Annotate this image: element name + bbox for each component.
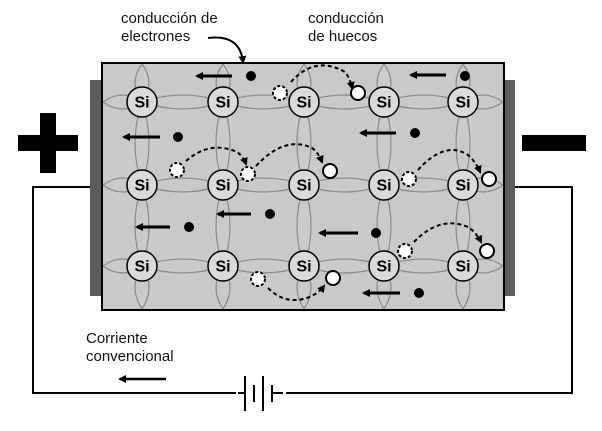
electron-conduction-label: conducción de electrones xyxy=(121,10,218,46)
vacant-positions xyxy=(169,85,417,287)
si-atom-label: Si xyxy=(376,95,391,112)
hole xyxy=(322,163,338,179)
si-atom: Si xyxy=(368,169,400,201)
vacancy xyxy=(397,243,413,259)
si-atom: Si xyxy=(447,86,479,118)
hole-paths xyxy=(185,64,482,301)
si-atom-label: Si xyxy=(376,259,391,276)
hole xyxy=(325,270,341,286)
conventional-current-label-line1: Corriente xyxy=(86,330,148,347)
hole-path-1 xyxy=(290,64,355,90)
si-atom-label: Si xyxy=(455,259,470,276)
electron-3 xyxy=(122,132,183,142)
si-atom-label: Si xyxy=(134,178,149,195)
electron-8 xyxy=(362,288,424,298)
hole-conduction-label-line2: de huecos xyxy=(308,28,378,45)
electrode-left xyxy=(90,80,103,296)
si-atom-label: Si xyxy=(215,259,230,276)
vacancy xyxy=(240,166,256,182)
si-atom: Si xyxy=(126,86,158,118)
electron-conduction-label-line2: electrones xyxy=(121,28,191,45)
si-atom-label: Si xyxy=(296,178,311,195)
si-atom-label: Si xyxy=(455,178,470,195)
si-atom: Si xyxy=(288,250,320,282)
si-atom: Si xyxy=(368,86,400,118)
electrode-right xyxy=(502,80,515,296)
electron-1 xyxy=(195,71,256,81)
si-atom-label: Si xyxy=(215,95,230,112)
si-atom: Si xyxy=(288,86,320,118)
holes xyxy=(322,85,497,286)
vacancy xyxy=(272,85,288,101)
hole xyxy=(479,243,495,259)
hole xyxy=(481,171,497,187)
electron-6 xyxy=(216,209,275,219)
electrons xyxy=(122,71,470,298)
si-atom-label: Si xyxy=(296,95,311,112)
si-atom: Si xyxy=(207,169,239,201)
electron-5 xyxy=(135,222,194,232)
si-atom: Si xyxy=(126,250,158,282)
circuit-wire-left xyxy=(32,186,238,394)
vacancy xyxy=(169,162,185,178)
hole xyxy=(350,85,366,101)
conventional-current-label: Corriente convencional xyxy=(86,330,174,366)
si-atom: Si xyxy=(447,169,479,201)
si-atom: Si xyxy=(126,169,158,201)
hole-path-6 xyxy=(267,284,326,301)
si-atom-label: Si xyxy=(455,95,470,112)
si-atom-label: Si xyxy=(134,259,149,276)
plus-sign-icon xyxy=(18,113,78,173)
hole-path-4 xyxy=(417,149,482,174)
vacancy xyxy=(250,271,266,287)
electron-4 xyxy=(359,128,420,138)
conventional-current-label-line2: convencional xyxy=(86,348,174,365)
minus-sign-icon xyxy=(522,135,586,151)
circuit-wire-right xyxy=(283,186,573,394)
si-atom-label: Si xyxy=(134,95,149,112)
si-atom-label: Si xyxy=(376,178,391,195)
vacancy xyxy=(401,171,417,187)
hole-conduction-label-line1: conducción xyxy=(308,10,384,27)
hole-conduction-label: conducción de huecos xyxy=(308,10,384,46)
hole-path-3 xyxy=(255,143,324,167)
electron-label-pointer xyxy=(207,36,247,64)
electron-conduction-label-line1: conducción de xyxy=(121,10,218,27)
si-atom-label: Si xyxy=(215,178,230,195)
si-atom-label: Si xyxy=(296,259,311,276)
electron-2 xyxy=(409,71,470,81)
si-atom: Si xyxy=(288,169,320,201)
si-atom: Si xyxy=(368,250,400,282)
electron-7 xyxy=(318,228,381,238)
si-atom: Si xyxy=(207,250,239,282)
hole-path-2 xyxy=(185,146,248,166)
battery-icon xyxy=(236,375,286,411)
si-atom: Si xyxy=(207,86,239,118)
si-atom: Si xyxy=(447,250,479,282)
